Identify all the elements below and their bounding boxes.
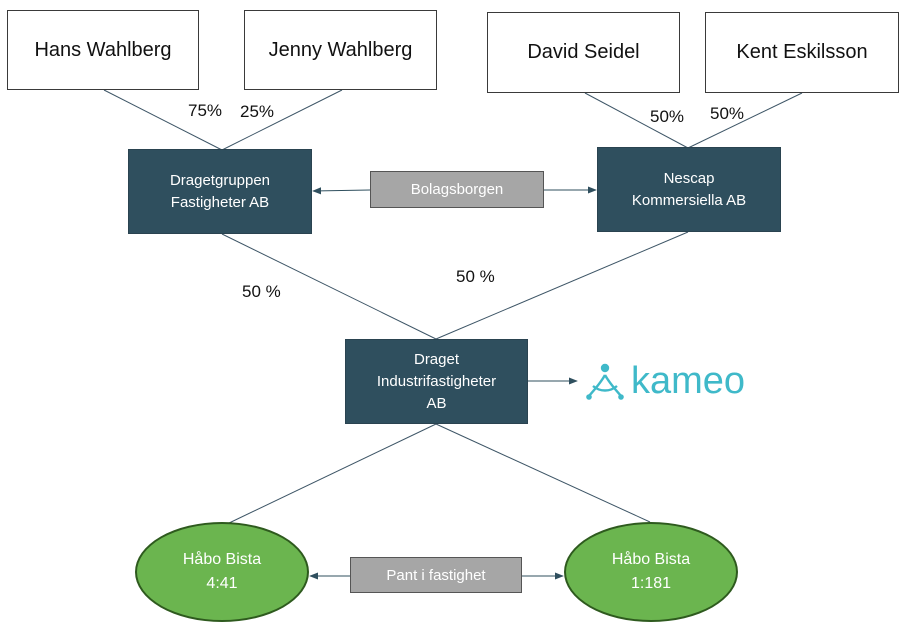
relation-bolagsborgen: Bolagsborgen bbox=[370, 171, 544, 208]
property-habo-bista-1181: Håbo Bista 1:181 bbox=[564, 522, 738, 622]
company-name-line: Industrifastigheter bbox=[376, 372, 497, 390]
company-name-line: Fastigheter AB bbox=[170, 193, 270, 211]
property-name-line: 1:181 bbox=[630, 575, 672, 592]
company-dragetgruppen: Dragetgruppen Fastigheter AB bbox=[128, 149, 312, 234]
owner-jenny-wahlberg: Jenny Wahlberg bbox=[244, 10, 437, 90]
relation-pant-i-fastighet: Pant i fastighet bbox=[350, 557, 522, 593]
pct-david: 50% bbox=[650, 107, 685, 126]
line-dragetgruppen-draget bbox=[221, 233, 437, 340]
company-name-line: Kommersiella AB bbox=[631, 191, 747, 209]
pct-jenny: 25% bbox=[240, 102, 275, 121]
company-name-line: Draget bbox=[413, 350, 460, 368]
line-david-nescap bbox=[584, 92, 689, 149]
owner-name: David Seidel bbox=[527, 41, 640, 63]
pct-nescap: 50 % bbox=[456, 267, 495, 286]
kameo-logo-icon bbox=[586, 363, 624, 400]
line-kent-nescap bbox=[687, 92, 803, 149]
owner-name: Jenny Wahlberg bbox=[268, 38, 413, 61]
pct-hans: 75% bbox=[188, 101, 223, 120]
kameo-logo-text: kameo bbox=[631, 360, 746, 402]
relation-label: Pant i fastighet bbox=[386, 566, 486, 584]
company-name-line: Nescap bbox=[663, 169, 715, 187]
company-nescap: Nescap Kommersiella AB bbox=[597, 147, 781, 232]
pct-dragetgruppen: 50 % bbox=[242, 282, 281, 301]
owner-kent-eskilsson: Kent Eskilsson bbox=[705, 12, 899, 93]
pct-kent: 50% bbox=[710, 104, 745, 123]
property-name-line: Håbo Bista bbox=[182, 551, 262, 568]
relation-label: Bolagsborgen bbox=[410, 181, 504, 198]
line-hans-dragetgruppen bbox=[103, 89, 223, 151]
arrow-bolagsborgen-left bbox=[312, 187, 371, 195]
owner-david-seidel: David Seidel bbox=[487, 12, 680, 93]
owner-hans-wahlberg: Hans Wahlberg bbox=[7, 10, 199, 90]
line-draget-bista1181 bbox=[435, 423, 651, 523]
property-name-line: 4:41 bbox=[206, 575, 238, 592]
company-name-line: Dragetgruppen bbox=[169, 171, 271, 189]
owner-name: Kent Eskilsson bbox=[736, 41, 868, 63]
property-habo-bista-441: Håbo Bista 4:41 bbox=[135, 522, 309, 622]
line-jenny-dragetgruppen bbox=[221, 89, 343, 151]
property-name-line: Håbo Bista bbox=[611, 551, 691, 568]
owner-name: Hans Wahlberg bbox=[34, 38, 172, 61]
company-name-line: AB bbox=[426, 394, 447, 412]
line-draget-bista441 bbox=[226, 423, 437, 525]
company-draget: Draget Industrifastigheter AB bbox=[345, 339, 528, 424]
line-nescap-draget bbox=[435, 231, 689, 340]
